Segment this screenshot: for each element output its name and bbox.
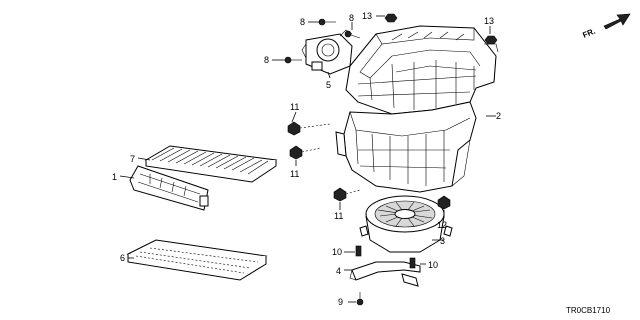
fasteners <box>284 13 498 306</box>
callout-11-a: 11 <box>290 102 299 112</box>
motor-actuator <box>301 29 353 75</box>
callout-10-a: 10 <box>332 247 342 257</box>
filter-cover <box>129 165 209 211</box>
diagram-code: TR0CB1710 <box>566 306 611 315</box>
callout-13-b: 13 <box>484 16 494 26</box>
callouts: 1 2 3 4 5 6 7 8 8 8 9 10 10 11 11 11 12 … <box>112 11 501 307</box>
front-arrow-icon <box>603 13 631 30</box>
bracket <box>349 261 421 287</box>
callout-8-b: 8 <box>349 13 354 23</box>
screw-8-c-icon <box>284 56 302 64</box>
callout-3: 3 <box>440 236 445 246</box>
nut-13-a-icon <box>384 13 398 23</box>
bolt-11-a-icon <box>287 121 331 136</box>
callout-13-a: 13 <box>362 11 372 21</box>
screw-10-a-icon <box>355 245 362 257</box>
screw-8-b-icon <box>344 30 361 39</box>
callout-12: 12 <box>437 220 447 230</box>
callout-11-c: 11 <box>334 211 343 221</box>
bolt-12-icon <box>437 195 451 210</box>
screw-8-a-icon <box>318 18 336 26</box>
callout-5: 5 <box>326 80 331 90</box>
blower-motor <box>359 195 453 253</box>
front-direction-indicator: FR. <box>581 13 631 40</box>
air-filter <box>144 145 278 183</box>
callout-8-a: 8 <box>300 17 305 27</box>
callout-8-c: 8 <box>264 55 269 65</box>
spare-filter <box>126 239 268 281</box>
fr-label: FR. <box>581 27 596 40</box>
upper-case <box>345 25 499 115</box>
bolt-11-c-icon <box>333 187 361 202</box>
callout-10-b: 10 <box>428 260 438 270</box>
leader-lines <box>119 15 496 303</box>
callout-7: 7 <box>130 154 135 164</box>
bolt-11-b-icon <box>289 145 321 160</box>
callout-9: 9 <box>338 297 343 307</box>
blower-housing <box>335 101 477 193</box>
callout-11-b: 11 <box>290 169 299 179</box>
screw-10-b-icon <box>409 257 416 269</box>
callout-6: 6 <box>120 253 125 263</box>
callout-2: 2 <box>496 111 501 121</box>
nut-13-b-icon <box>484 35 498 45</box>
callout-4: 4 <box>336 266 341 276</box>
callout-1: 1 <box>112 172 117 182</box>
screw-9-icon <box>356 292 364 306</box>
